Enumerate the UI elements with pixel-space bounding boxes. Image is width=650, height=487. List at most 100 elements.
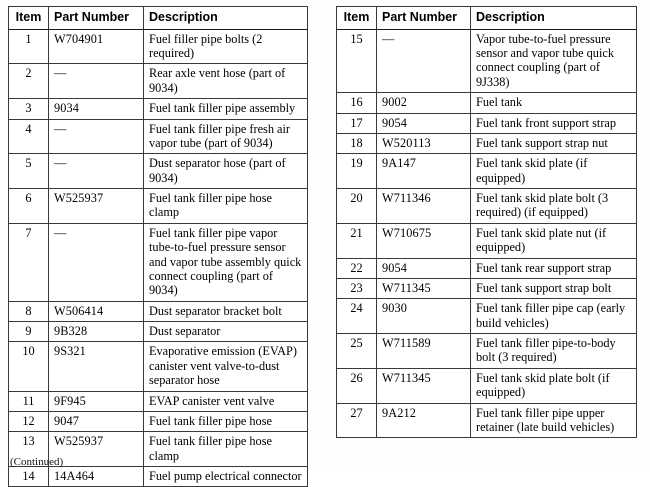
cell-part-number: — [48,153,144,189]
table-header-row: Item Part Number Description [336,6,637,30]
column-header-item: Item [336,6,377,30]
table-header-left: Item Part Number Description [8,6,308,30]
cell-part-number: 9054 [376,257,471,279]
column-header-description: Description [143,6,308,30]
cell-description: Fuel tank filler pipe-to-body bolt (3 re… [470,333,637,369]
cell-description: Fuel tank filler pipe upper retainer (la… [470,402,637,439]
cell-description: EVAP canister vent valve [143,390,308,412]
cell-description: Dust separator hose (part of 9034) [143,153,308,189]
parts-table-right-container: Item Part Number Description 15—Vapor tu… [336,6,637,439]
cell-item: 6 [8,188,49,224]
cell-description: Fuel tank skid plate nut (if equipped) [470,222,637,259]
cell-part-number: W525937 [48,431,144,467]
cell-item: 25 [336,333,377,369]
cell-part-number: 9054 [376,112,471,134]
column-header-description: Description [470,6,637,30]
cell-item: 27 [336,402,377,439]
table-row: 2—Rear axle vent hose (part of 9034) [8,63,308,100]
column-header-part-number: Part Number [48,6,144,30]
cell-part-number: — [48,63,144,100]
cell-part-number: 9A147 [376,153,471,189]
cell-part-number: 9002 [376,92,471,114]
cell-part-number: 9F945 [48,390,144,412]
cell-part-number: W704901 [48,28,144,65]
cell-description: Vapor tube-to-fuel pressure sensor and v… [470,28,637,94]
cell-description: Fuel filler pipe bolts (2 required) [143,28,308,65]
cell-description: Fuel tank filler pipe hose clamp [143,188,308,224]
cell-item: 18 [336,132,377,155]
cell-item: 13 [8,431,49,467]
parts-table-right: Item Part Number Description 15—Vapor tu… [336,6,637,439]
column-header-item: Item [8,6,49,30]
cell-part-number: W520113 [376,132,471,155]
cell-part-number: W711346 [376,188,471,224]
cell-part-number: W710675 [376,222,471,259]
cell-part-number: W711589 [376,333,471,369]
cell-item: 15 [336,28,377,94]
cell-description: Fuel tank filler pipe cap (early build v… [470,298,637,334]
cell-description: Fuel pump electrical connector [143,465,308,487]
cell-item: 2 [8,63,49,100]
cell-part-number: 9B328 [48,320,144,343]
table-header-row: Item Part Number Description [8,6,308,30]
cell-description: Fuel tank filler pipe hose [143,410,308,433]
cell-item: 12 [8,410,49,433]
cell-item: 7 [8,222,49,302]
cell-description: Fuel tank support strap bolt [470,277,637,300]
cell-item: 16 [336,92,377,114]
cell-description: Fuel tank rear support strap [470,257,637,279]
cell-part-number: 9A212 [376,402,471,439]
cell-description: Dust separator [143,320,308,343]
cell-item: 26 [336,367,377,404]
cell-item: 22 [336,257,377,279]
cell-description: Fuel tank support strap nut [470,132,637,155]
cell-description: Fuel tank front support strap [470,112,637,134]
cell-part-number: 14A464 [48,465,144,487]
cell-item: 8 [8,300,49,323]
cell-item: 23 [336,277,377,300]
cell-item: 1 [8,28,49,65]
cell-item: 17 [336,112,377,134]
table-row: 15—Vapor tube-to-fuel pressure sensor an… [336,28,637,94]
cell-description: Fuel tank filler pipe fresh air vapor tu… [143,118,308,155]
cell-part-number: — [376,28,471,94]
continued-footnote: (Continued) [10,456,64,468]
cell-description: Fuel tank skid plate (if equipped) [470,153,637,189]
cell-description: Fuel tank skid plate bolt (if equipped) [470,367,637,404]
cell-item: 5 [8,153,49,189]
cell-part-number: 9034 [48,98,144,120]
cell-part-number: 9030 [376,298,471,334]
table-header-right: Item Part Number Description [336,6,637,30]
cell-part-number: W525937 [48,188,144,224]
cell-description: Fuel tank [470,92,637,114]
cell-description: Fuel tank skid plate bolt (3 required) (… [470,188,637,224]
cell-part-number: 9047 [48,410,144,433]
cell-part-number: — [48,118,144,155]
cell-item: 21 [336,222,377,259]
column-header-part-number: Part Number [376,6,471,30]
cell-description: Evaporative emission (EVAP) canister ven… [143,341,308,392]
